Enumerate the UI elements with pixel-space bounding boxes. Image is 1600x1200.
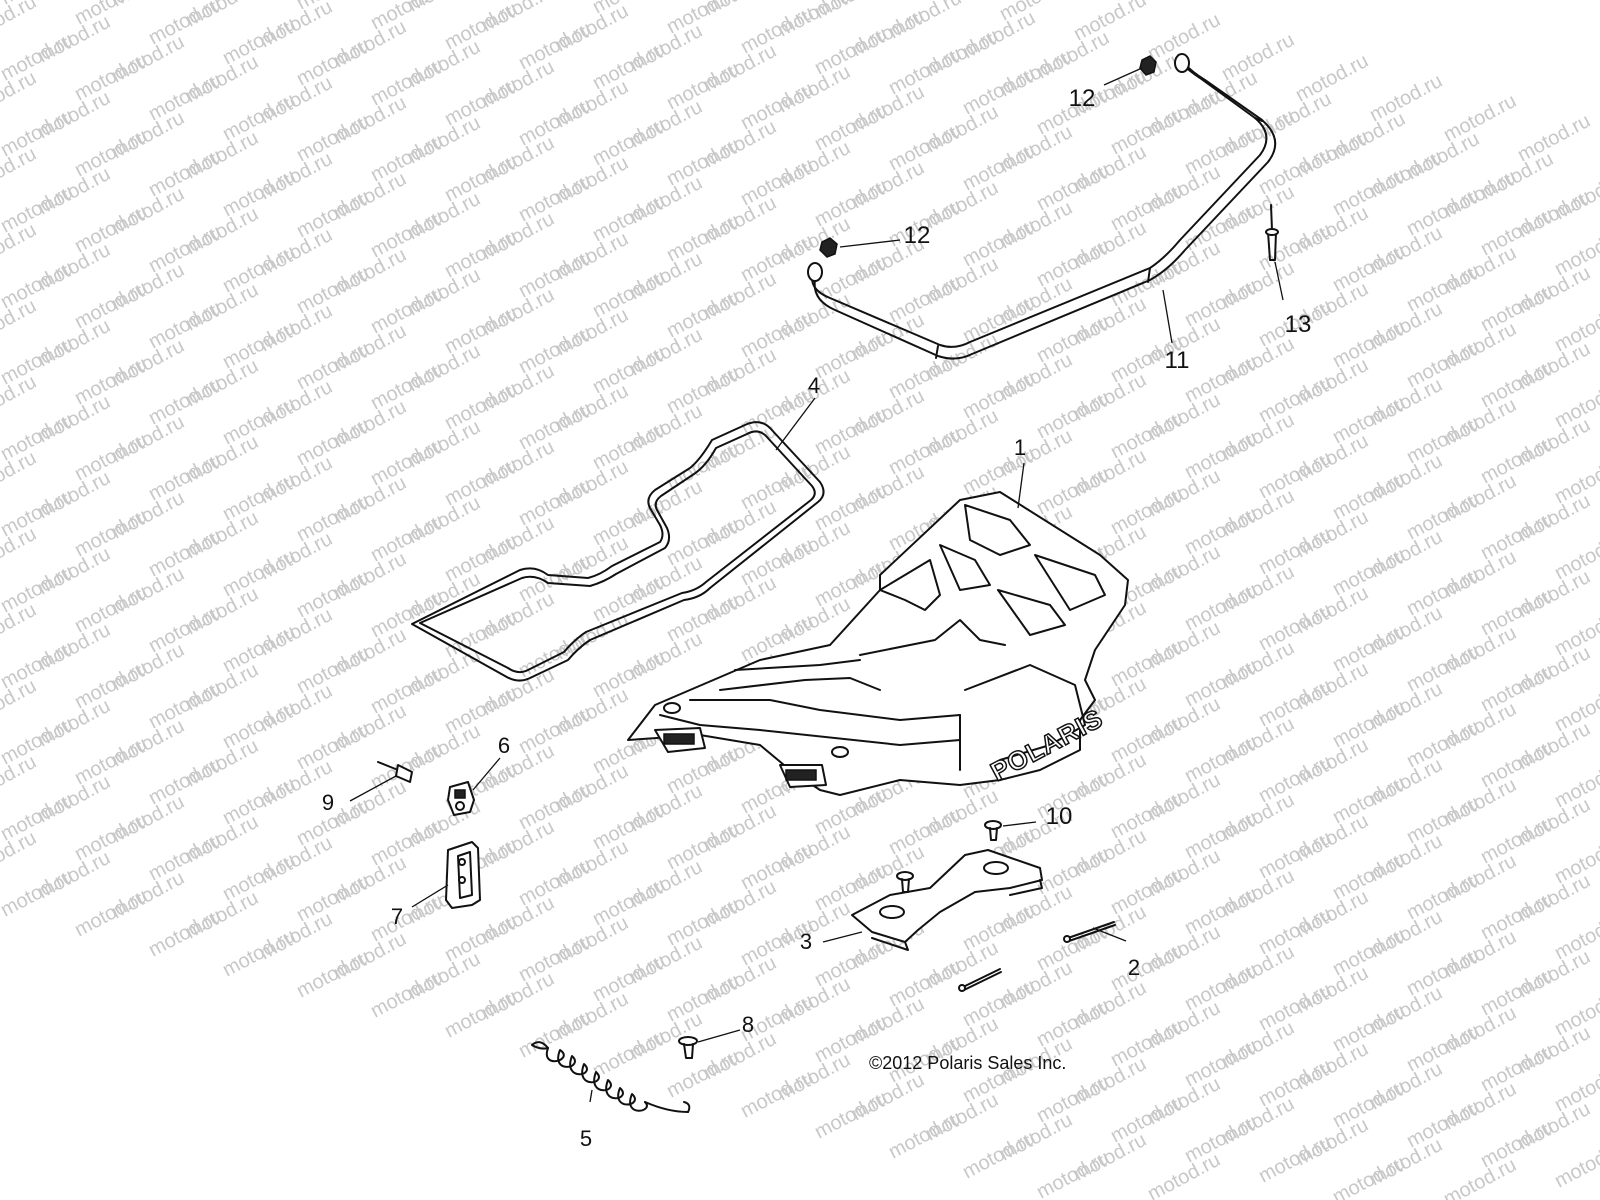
- bungee-cord-part-5: [531, 1041, 691, 1113]
- screw-part-10-b: [896, 871, 914, 893]
- front-rack-part-1: POLARIS: [627, 491, 1129, 796]
- callout-12-upper: 12: [1069, 85, 1096, 112]
- rack-bar-part-11: [807, 53, 1277, 360]
- callout-13: 13: [1285, 311, 1312, 338]
- callout-5: 5: [580, 1126, 592, 1151]
- pin-part-13: [1265, 204, 1279, 261]
- latch-part-7: [445, 841, 481, 909]
- callout-2: 2: [1128, 955, 1140, 980]
- callout-8: 8: [742, 1012, 754, 1037]
- clip-part-6: [447, 781, 475, 816]
- callout-11: 11: [1165, 347, 1190, 374]
- pin-part-2-b: [958, 968, 1002, 992]
- rivet-part-9: [377, 761, 413, 783]
- copyright-notice: ©2012 Polaris Sales Inc.: [869, 1053, 1066, 1073]
- callout-10: 10: [1046, 803, 1073, 830]
- callout-7: 7: [391, 904, 403, 929]
- nut-part-12-upper: [1139, 55, 1157, 76]
- screw-part-8: [678, 1036, 698, 1059]
- callout-9: 9: [322, 790, 334, 815]
- nut-part-12-lower: [819, 237, 838, 258]
- bracket-part-3: [851, 849, 1043, 951]
- screw-part-10-a: [984, 820, 1002, 841]
- callout-6: 6: [498, 733, 510, 758]
- pin-part-2-a: [1063, 921, 1116, 943]
- callout-12-lower: 12: [904, 222, 931, 249]
- leader-lines: [349, 67, 1284, 1103]
- gasket-part-4: [411, 421, 825, 682]
- callout-1: 1: [1014, 435, 1026, 460]
- callout-3: 3: [800, 929, 812, 954]
- callout-4: 4: [808, 373, 820, 398]
